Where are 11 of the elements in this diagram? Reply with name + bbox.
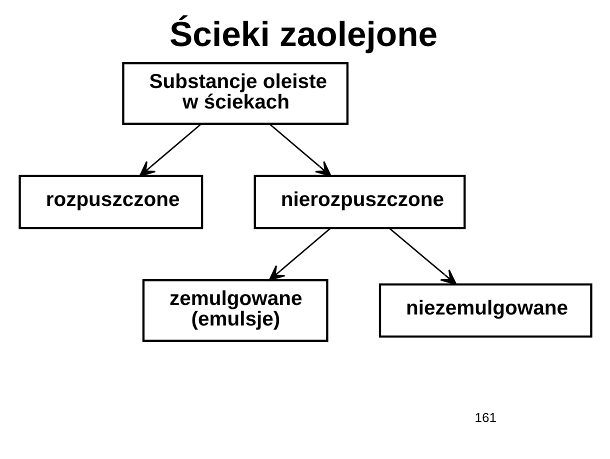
arrow — [138, 124, 201, 177]
arrow — [269, 124, 331, 177]
label: 161 — [474, 410, 496, 426]
node-box: niezemulgowane — [378, 283, 592, 338]
arrow — [268, 228, 330, 281]
diagram-title: Ścieki zaolejone — [169, 16, 438, 54]
node-box: rozpuszczone — [18, 174, 203, 230]
node-box: Substancje oleiste w ściekach — [122, 62, 348, 125]
arrow — [388, 228, 456, 285]
node-box: nierozpuszczone — [253, 174, 466, 230]
node-box: zemulgowane (emulsje) — [142, 279, 328, 342]
